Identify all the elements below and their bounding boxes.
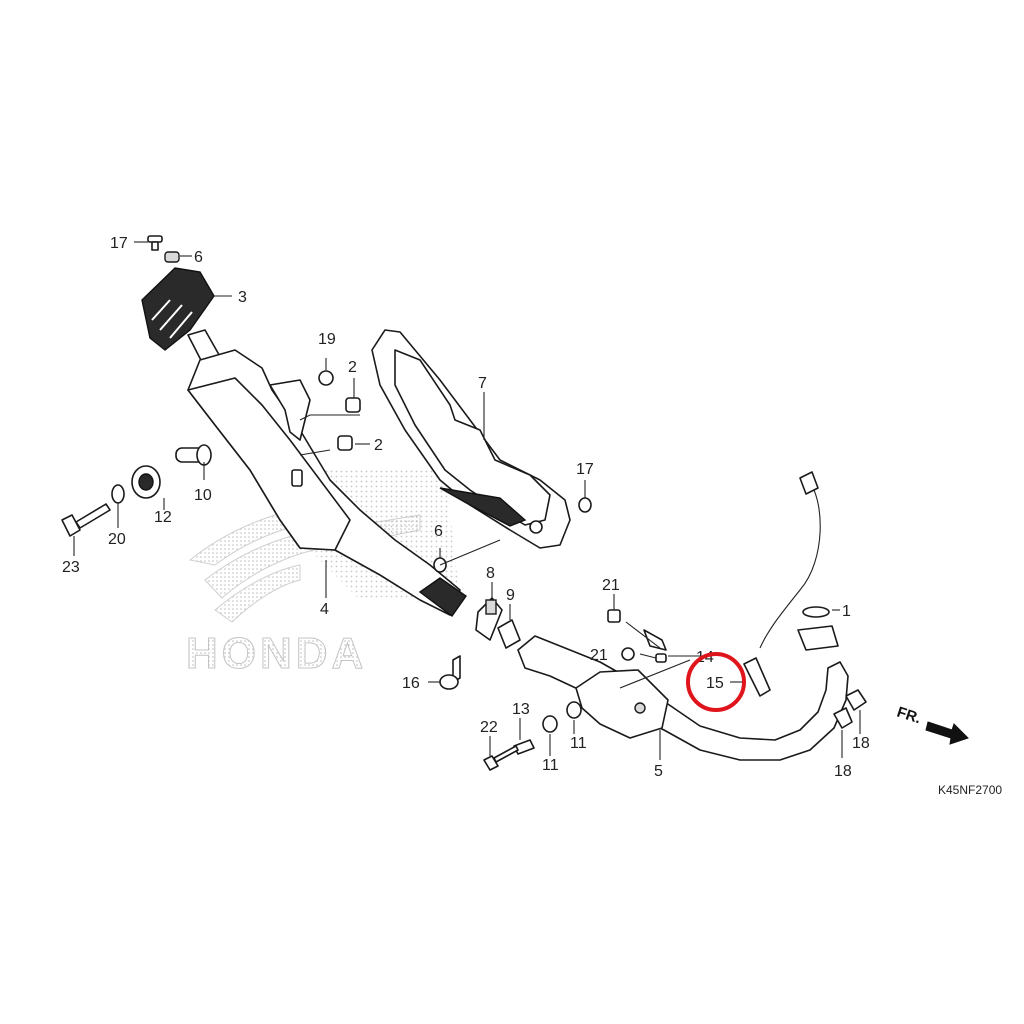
- callout-22: 22: [480, 719, 498, 736]
- callout-20: 20: [108, 531, 126, 548]
- washer-17: [578, 497, 592, 513]
- callout-11-left: 11: [542, 757, 559, 774]
- oxygen-sensor: [743, 471, 821, 697]
- callout-18-right: 18: [852, 735, 870, 752]
- callout-18-left: 18: [834, 763, 852, 780]
- gasket-ring: [802, 606, 830, 618]
- gasket: [497, 619, 521, 649]
- muffler-body: [187, 349, 467, 617]
- callout-16: 16: [402, 675, 420, 692]
- callout-12: 12: [154, 509, 172, 526]
- callout-1: 1: [842, 603, 851, 620]
- collar-pin: [175, 444, 212, 466]
- callout-17-top: 17: [110, 235, 128, 252]
- callout-7: 7: [478, 375, 487, 392]
- callout-4: 4: [320, 601, 329, 618]
- bolt-21-small: [655, 653, 667, 663]
- collar-11-left: [542, 715, 558, 733]
- long-bolt: [61, 503, 111, 537]
- highlight-circle-part-15: [686, 652, 746, 712]
- sensor-clip: [643, 629, 667, 651]
- nut-18-left: [833, 707, 853, 729]
- front-direction-label: FR.: [895, 704, 923, 728]
- bolt-21-upper: [607, 609, 621, 623]
- bolt-16: [439, 655, 461, 690]
- callout-8: 8: [486, 565, 495, 582]
- honda-watermark-text: HONDA: [186, 629, 367, 678]
- callout-2-lower: 2: [374, 437, 383, 454]
- callout-21-upper: 21: [602, 577, 620, 594]
- callout-23: 23: [62, 559, 80, 576]
- collar-upper: [345, 397, 361, 413]
- callout-10: 10: [194, 487, 212, 504]
- top-bolt: [147, 235, 163, 251]
- exhaust-pipe: [517, 625, 849, 761]
- callout-17-shield: 17: [576, 461, 594, 478]
- rubber-mount: [131, 465, 161, 499]
- callout-9: 9: [506, 587, 515, 604]
- callout-13: 13: [512, 701, 530, 718]
- callout-6-top: 6: [194, 249, 203, 266]
- callout-3: 3: [238, 289, 247, 306]
- leader-lines: [73, 241, 861, 760]
- top-grommet: [164, 251, 180, 263]
- diagram-code: K45NF2700: [938, 783, 1002, 797]
- clamp-bracket: [475, 597, 503, 641]
- muffler-end-cap: [141, 267, 223, 369]
- callout-21-lower: 21: [590, 647, 608, 664]
- callout-11-right: 11: [570, 735, 587, 752]
- bolt-22: [483, 745, 519, 771]
- callout-19: 19: [318, 331, 336, 348]
- heat-shield: [371, 329, 571, 549]
- washer-19: [318, 370, 334, 386]
- callout-5: 5: [654, 763, 663, 780]
- nut-18-right: [845, 689, 867, 711]
- front-arrow-icon: [925, 721, 969, 745]
- callout-2-upper: 2: [348, 359, 357, 376]
- callout-labels: 17 6 3 19 2 2 7 17 10 12 20 23 6 4 8 9 2…: [62, 235, 870, 780]
- collar-11-right: [566, 701, 582, 719]
- front-direction-indicator: FR.: [895, 704, 969, 745]
- collar-lower: [337, 435, 353, 451]
- washer: [111, 484, 125, 504]
- callout-15: 15: [706, 675, 724, 692]
- callout-6-mid: 6: [434, 523, 443, 540]
- nut-21-lower: [621, 647, 635, 661]
